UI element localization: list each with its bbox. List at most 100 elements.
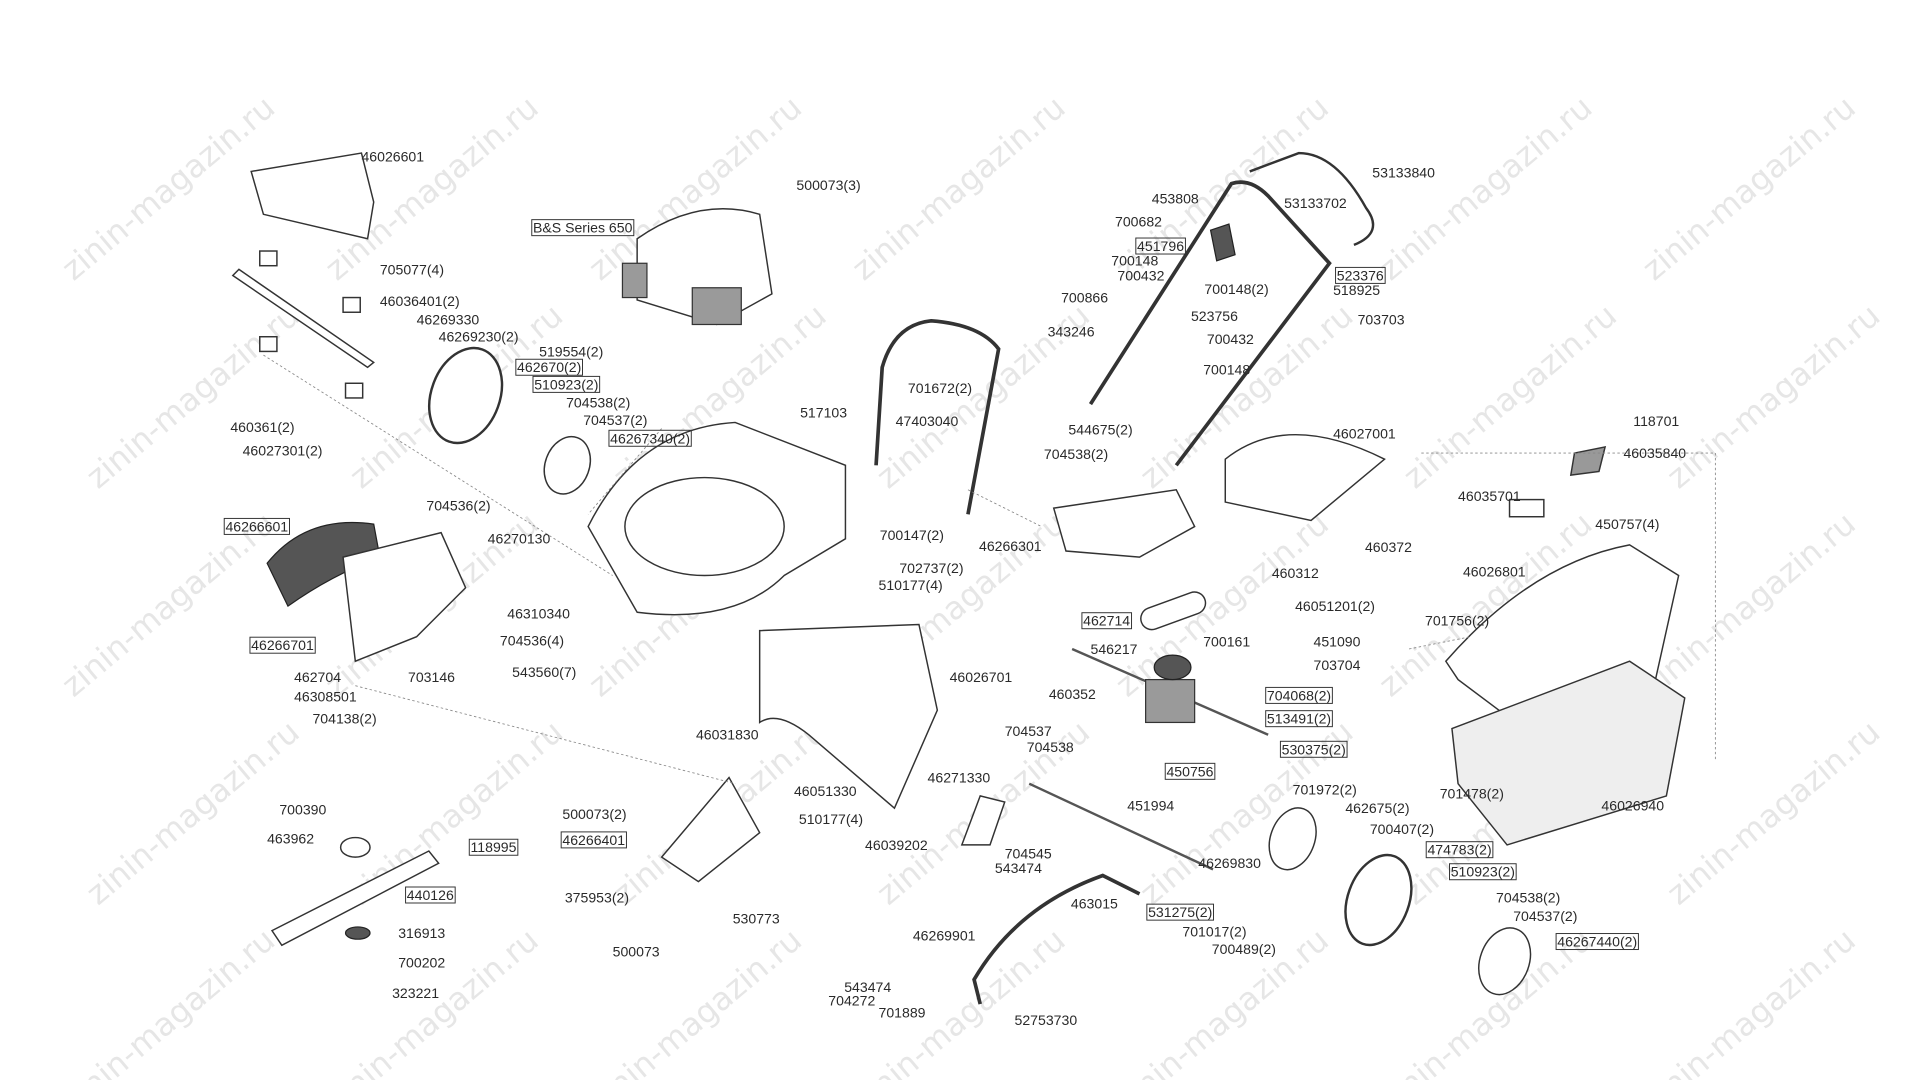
part-number-label: 46039202 <box>865 837 928 853</box>
label-box <box>560 831 627 849</box>
part-number-label: 510177(4) <box>879 577 943 593</box>
part-number-label: 46035840 <box>1623 445 1686 461</box>
label-box <box>405 886 456 904</box>
part-number-label: 460312 <box>1272 565 1319 581</box>
hubcap-left-part <box>543 435 592 495</box>
front-axle-part <box>1028 782 1214 871</box>
catcher-frame-part <box>1052 488 1196 558</box>
label-box <box>1135 237 1186 255</box>
part-number-label: 517103 <box>800 405 847 421</box>
label-box <box>531 219 635 237</box>
part-number-label: 451796 <box>1137 238 1184 254</box>
part-number-label: 703146 <box>408 669 455 685</box>
clip-part <box>259 250 278 267</box>
part-number-label: 704538 <box>1027 739 1074 755</box>
part-number-label: 46026701 <box>950 669 1013 685</box>
part-number-label: 701972(2) <box>1293 782 1357 798</box>
part-number-label: 343246 <box>1048 324 1095 340</box>
leader-lines <box>263 354 1716 785</box>
part-number-label: 462670(2) <box>517 359 581 375</box>
part-number-label: 46267340(2) <box>610 430 690 446</box>
rear-axle-part <box>231 268 375 369</box>
part-number-label: 704537 <box>1005 723 1052 739</box>
part-number-label: 46026601 <box>361 149 424 165</box>
part-number-label: 704536(4) <box>500 632 564 648</box>
watermark-text: zinin-magazin.ru <box>1659 713 1887 913</box>
part-number-label: 518925 <box>1333 282 1380 298</box>
mulch-plug-part <box>266 521 381 608</box>
part-number-label: 704538(2) <box>1496 889 1560 905</box>
part-number-label: 46035701 <box>1458 488 1521 504</box>
engine-block-part <box>621 262 648 299</box>
side-chute-part <box>342 531 467 663</box>
watermark-text: zinin-magazin.ru <box>1659 296 1887 496</box>
part-number-label: 543474 <box>844 979 891 995</box>
part-number-label: 46051201(2) <box>1295 598 1375 614</box>
label-box <box>249 636 316 654</box>
part-number-label: 702737(2) <box>899 560 963 576</box>
watermark-text: zinin-magazin.ru <box>79 713 307 913</box>
label-box <box>1146 903 1215 921</box>
hubcap-right-part <box>1478 927 1532 996</box>
watermark-text: zinin-magazin.ru <box>1635 88 1863 288</box>
deflector-part <box>660 776 761 883</box>
part-number-label: 700432 <box>1117 267 1164 283</box>
lower-handle-part <box>874 318 1001 515</box>
part-number-label: 700407(2) <box>1370 821 1434 837</box>
part-number-label: 46027001 <box>1333 425 1396 441</box>
part-number-label: 513491(2) <box>1267 711 1331 727</box>
part-number-label: 46269830 <box>1198 855 1261 871</box>
part-number-label: 700148 <box>1203 362 1250 378</box>
label-box <box>223 517 290 535</box>
part-number-label: 118995 <box>471 839 517 855</box>
part-number-label: 704537(2) <box>583 412 647 428</box>
part-number-label: 46266601 <box>225 518 288 534</box>
rear-flap-part <box>250 152 375 240</box>
catcher-plate-part <box>1508 498 1545 518</box>
label-box <box>468 838 519 856</box>
part-number-label: 704272 <box>828 992 875 1008</box>
part-labels: 46026601705077(4)46036401(2)462693304626… <box>223 149 1686 1028</box>
part-number-label: 451090 <box>1313 634 1360 650</box>
part-number-label: 704538(2) <box>1044 446 1108 462</box>
part-number-label: 700682 <box>1115 214 1162 230</box>
part-number-label: 704545 <box>1005 845 1052 861</box>
label-box <box>1279 740 1348 758</box>
discharge-chute-part <box>758 623 939 810</box>
catcher-bag-part <box>1451 660 1686 846</box>
watermark-text: zinin-magazin.ru <box>1635 921 1863 1080</box>
part-number-label: 52753730 <box>1015 1012 1078 1028</box>
part-number-label: 463962 <box>267 831 314 847</box>
part-number-label: 46270130 <box>488 531 551 547</box>
part-number-label: 700489(2) <box>1212 941 1276 957</box>
part-number-label: 700147(2) <box>880 527 944 543</box>
part-number-label: 450756 <box>1166 763 1213 779</box>
clip-part <box>259 336 278 353</box>
part-number-label: 700390 <box>279 801 326 817</box>
part-number-label: 316913 <box>398 925 445 941</box>
part-number-label: 46026940 <box>1601 798 1664 814</box>
engine-block-part <box>691 287 742 326</box>
part-number-label: 53133840 <box>1372 165 1435 181</box>
part-number-label: 375953(2) <box>565 889 629 905</box>
part-number-label: 53133702 <box>1284 195 1347 211</box>
front-wheel-inner-part <box>1268 807 1317 871</box>
part-number-label: 463015 <box>1071 896 1118 912</box>
label-box <box>608 429 692 447</box>
part-number-label: 462704 <box>294 669 341 685</box>
part-number-label: 510177(4) <box>799 811 863 827</box>
part-number-label: 46266401 <box>562 832 625 848</box>
front-wheel-part <box>1344 853 1413 947</box>
part-number-label: 46036401(2) <box>380 293 460 309</box>
pulley-part <box>1153 654 1192 681</box>
label-box <box>1081 612 1133 630</box>
part-number-label: 704138(2) <box>312 711 376 727</box>
part-number-label: 462675(2) <box>1345 800 1409 816</box>
part-number-label: 530375(2) <box>1282 741 1346 757</box>
part-number-label: 544675(2) <box>1068 422 1132 438</box>
part-number-label: 701672(2) <box>908 380 972 396</box>
label-box <box>1164 762 1216 780</box>
height-lever-part <box>960 795 1006 846</box>
watermark-text: zinin-magazin.ru <box>845 88 1073 288</box>
